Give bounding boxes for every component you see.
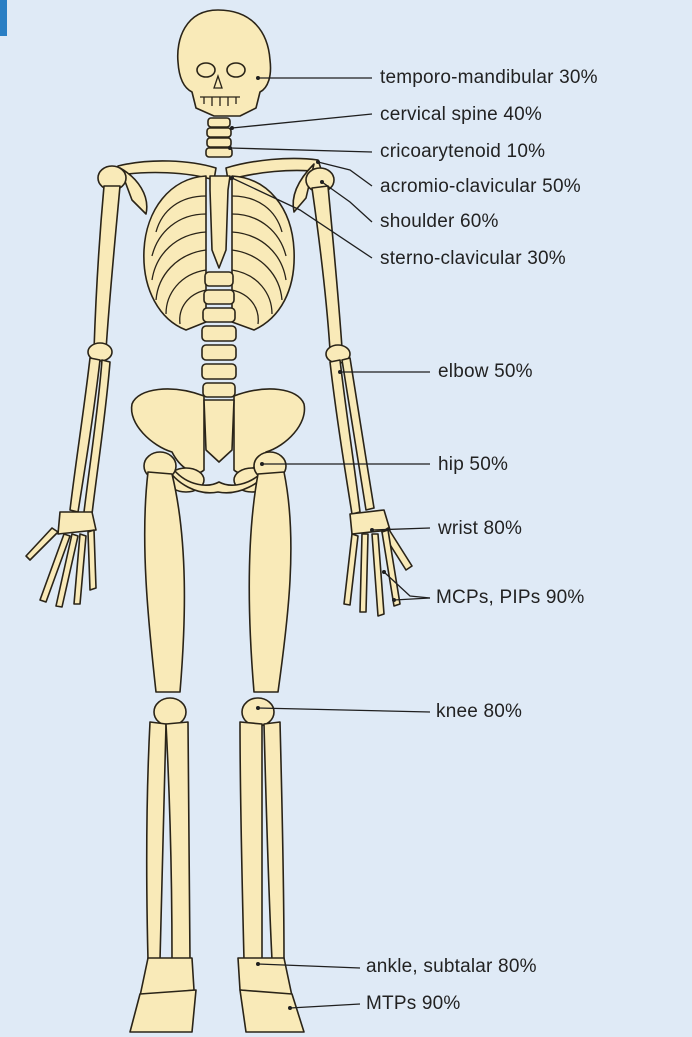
cervical-spine [206, 118, 232, 157]
skull [178, 10, 271, 116]
arm-right [306, 168, 412, 616]
label-sterno-clavicular: sterno-clavicular 30% [380, 248, 566, 270]
label-ankle-subtalar: ankle, subtalar 80% [366, 956, 537, 978]
label-hip: hip 50% [438, 454, 508, 476]
label-acromio-clavicular: acromio-clavicular 50% [380, 176, 581, 198]
arm-left [26, 166, 126, 607]
label-temporo-mandibular: temporo-mandibular 30% [380, 67, 598, 89]
label-elbow: elbow 50% [438, 361, 533, 383]
rib-cage [144, 176, 294, 330]
label-shoulder: shoulder 60% [380, 211, 499, 233]
label-wrist: wrist 80% [438, 518, 522, 540]
lumbar-spine [202, 272, 236, 397]
leg-left [130, 452, 196, 1032]
label-cricoarytenoid: cricoarytenoid 10% [380, 141, 545, 163]
label-knee: knee 80% [436, 701, 522, 723]
label-cervical-spine: cervical spine 40% [380, 104, 542, 126]
label-mtps: MTPs 90% [366, 993, 461, 1015]
label-mcps-pips: MCPs, PIPs 90% [436, 587, 585, 609]
leg-right [238, 452, 304, 1032]
